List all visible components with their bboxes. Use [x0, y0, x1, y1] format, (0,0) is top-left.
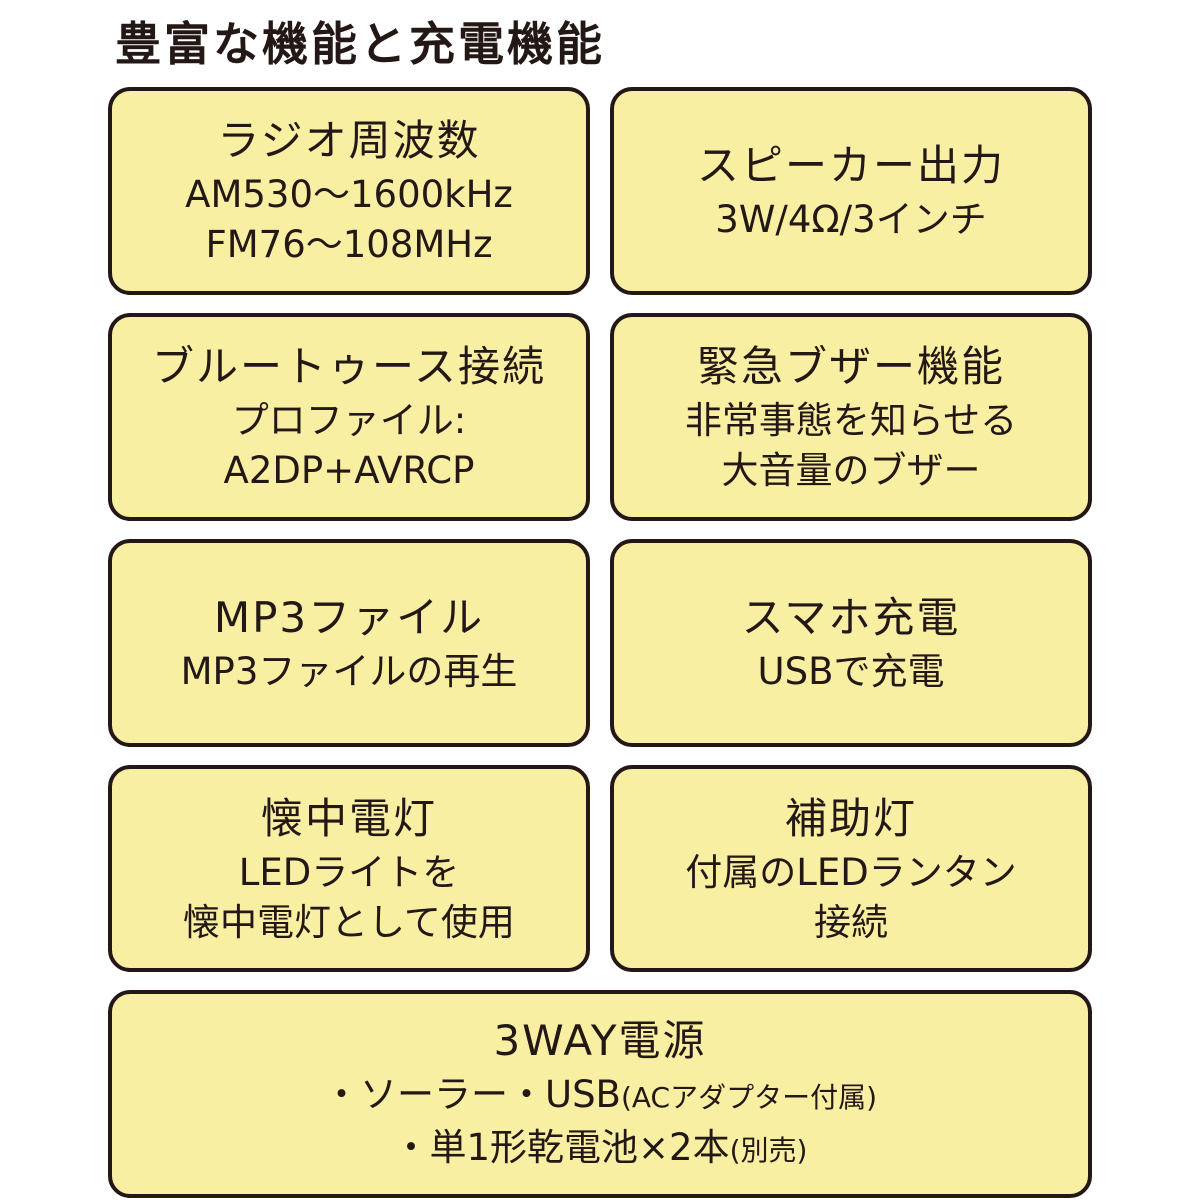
feature-line: LEDライトを: [238, 850, 460, 894]
feature-heading: 3WAY電源: [493, 1016, 707, 1065]
power-line-2: ・単1形乾電池×2本(別売): [393, 1123, 808, 1176]
power-sources: ・ソーラー・USB: [322, 1073, 621, 1116]
feature-line: A2DP+AVRCP: [223, 449, 475, 492]
feature-line: AM530〜1600kHz: [185, 173, 513, 216]
feature-heading: 懐中電灯: [260, 793, 437, 843]
feature-line: 懐中電灯として使用: [183, 900, 515, 944]
feature-heading: スマホ充電: [741, 593, 961, 642]
page-title: 豊富な機能と充電機能: [115, 17, 605, 71]
feature-flashlight: 懐中電灯 LEDライトを 懐中電灯として使用: [108, 765, 590, 972]
feature-line: 非常事態を知らせる: [684, 399, 1018, 442]
feature-heading: ラジオ周波数: [217, 116, 481, 165]
feature-emergency-buzzer: 緊急ブザー機能 非常事態を知らせる 大音量のブザー: [610, 313, 1092, 521]
power-batteries: ・単1形乾電池×2本: [392, 1126, 730, 1169]
feature-auxiliary-light: 補助灯 付属のLEDランタン 接続: [610, 765, 1092, 972]
feature-line: 接続: [814, 900, 888, 944]
feature-bluetooth: ブルートゥース接続 プロファイル: A2DP+AVRCP: [108, 313, 590, 521]
feature-heading: MP3ファイル: [213, 593, 485, 642]
feature-heading: 緊急ブザー機能: [696, 342, 1005, 391]
feature-line: プロファイル:: [231, 399, 467, 442]
feature-line: 3W/4Ω/3インチ: [715, 198, 987, 241]
power-line-1: ・ソーラー・USB(ACアダプター付属): [323, 1070, 877, 1123]
feature-3way-power: 3WAY電源 ・ソーラー・USB(ACアダプター付属) ・単1形乾電池×2本(別…: [108, 990, 1092, 1198]
feature-line: 大音量のブザー: [721, 449, 981, 492]
power-note: (ACアダプター付属): [620, 1081, 877, 1114]
feature-line: USBで充電: [757, 650, 945, 693]
feature-heading: 補助灯: [784, 793, 917, 843]
feature-heading: スピーカー出力: [696, 141, 1005, 190]
power-note: (別売): [729, 1134, 808, 1167]
feature-line: 付属のLEDランタン: [685, 850, 1017, 894]
feature-mp3: MP3ファイル MP3ファイルの再生: [108, 539, 590, 747]
feature-heading: ブルートゥース接続: [152, 342, 546, 391]
feature-radio-frequency: ラジオ周波数 AM530〜1600kHz FM76〜108MHz: [108, 87, 590, 295]
feature-line: FM76〜108MHz: [205, 223, 493, 266]
feature-speaker-output: スピーカー出力 3W/4Ω/3インチ: [610, 87, 1092, 295]
feature-line: MP3ファイルの再生: [180, 650, 518, 693]
feature-phone-charging: スマホ充電 USBで充電: [610, 539, 1092, 747]
